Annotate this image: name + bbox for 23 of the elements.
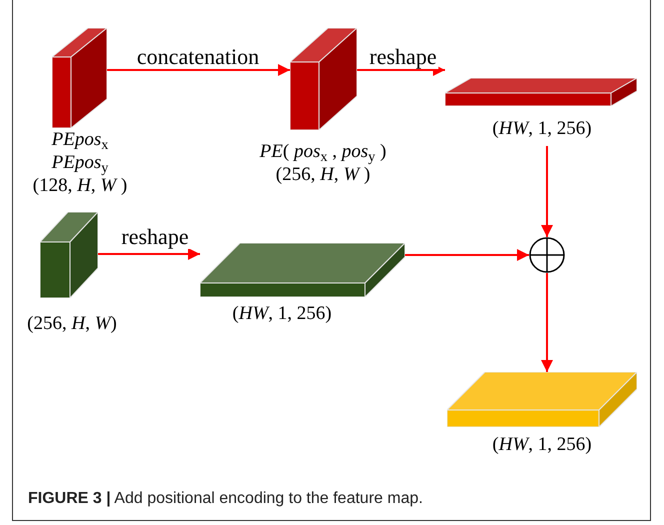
feature-slab-drawing [445, 78, 637, 106]
sum-symbol [529, 237, 565, 273]
dimension-label: (128, H, W ) [32, 175, 128, 197]
dimension-label: (HW, 1, 256) [492, 117, 592, 140]
arrow [541, 273, 553, 372]
dimension-label: PE( pos$_{x}$ , pos$_{y}$ ) [260, 140, 386, 163]
dimension-label: PEpos$_{y}$ [52, 151, 108, 174]
arrow [541, 146, 553, 237]
feature-block-drawing [40, 212, 98, 298]
arrow [98, 248, 200, 260]
arrow [107, 64, 290, 76]
feature-block-drawing [290, 28, 357, 130]
feature-block-drawing [52, 28, 107, 128]
dimension-label: (HW, 1, 256) [232, 302, 332, 325]
dimension-label: PEpos$_{x}$ [52, 128, 108, 151]
figure-caption: FIGURE 3 | Add positional encoding to the feature map. [28, 489, 423, 509]
feature-slab-drawing [447, 372, 637, 427]
feature-slab-drawing [200, 243, 405, 297]
dimension-label: (256, H, W) [27, 312, 117, 335]
arrow [357, 64, 445, 76]
dimension-label: (HW, 1, 256) [492, 433, 592, 456]
arrow [405, 249, 529, 261]
dimension-label: (256, H, W ) [276, 164, 370, 186]
